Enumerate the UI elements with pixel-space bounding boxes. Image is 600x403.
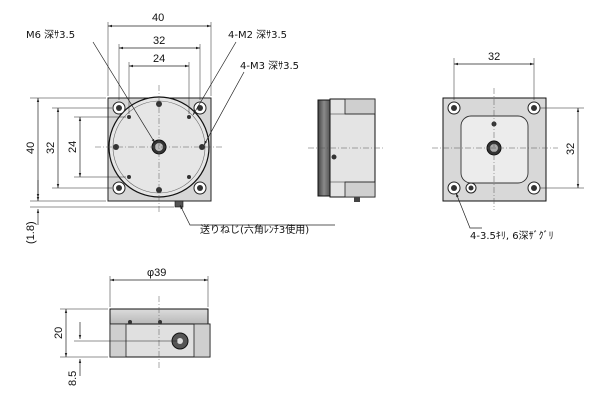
dim-40-left: 40 — [25, 142, 37, 154]
m2-holes — [127, 115, 191, 179]
front-view-labels: φ39 20 8.5 — [53, 267, 166, 386]
label-m3: 4-M3 深ｻ3.5 — [240, 60, 299, 72]
label-mount-holes: 4-3.5ｷﾘ, 6深ｻﾞｸﾞﾘ — [470, 230, 554, 242]
dim-8-5: 8.5 — [67, 371, 79, 386]
label-m6: M6 深ｻ3.5 — [26, 29, 75, 41]
bottom-view-dimensions — [453, 58, 584, 229]
side-view — [308, 98, 384, 202]
dim-32-bottom-w: 32 — [488, 51, 500, 63]
dim-32-top: 32 — [153, 35, 165, 47]
dim-diameter: φ39 — [147, 267, 166, 279]
top-view — [95, 85, 224, 212]
label-m2: 4-M2 深ｻ3.5 — [228, 29, 287, 41]
dim-24-top: 24 — [153, 53, 165, 65]
dim-1-8: (1.8) — [25, 221, 37, 244]
label-feed-screw: 送りねじ(六角ﾚﾝﾁ3使用) — [200, 223, 309, 236]
corner-holes — [112, 101, 207, 195]
bottom-corner-holes — [447, 101, 541, 195]
front-view — [109, 296, 211, 370]
front-view-dimensions — [60, 276, 209, 376]
dim-32-bottom-h: 32 — [565, 143, 577, 155]
feed-screw-knob — [174, 200, 184, 208]
dim-24-left: 24 — [67, 141, 79, 153]
top-view-labels: 40 32 24 40 32 24 (1.8) M6 深ｻ3.5 4-M2 深ｻ… — [25, 12, 309, 244]
dim-32-left: 32 — [45, 142, 57, 154]
dim-20: 20 — [53, 327, 65, 339]
top-view-dimensions — [30, 22, 335, 226]
bottom-view — [432, 88, 558, 210]
bottom-view-labels: 32 32 4-3.5ｷﾘ, 6深ｻﾞｸﾞﾘ — [470, 51, 577, 242]
dim-40-top: 40 — [152, 12, 164, 24]
front-base-body — [109, 323, 211, 358]
